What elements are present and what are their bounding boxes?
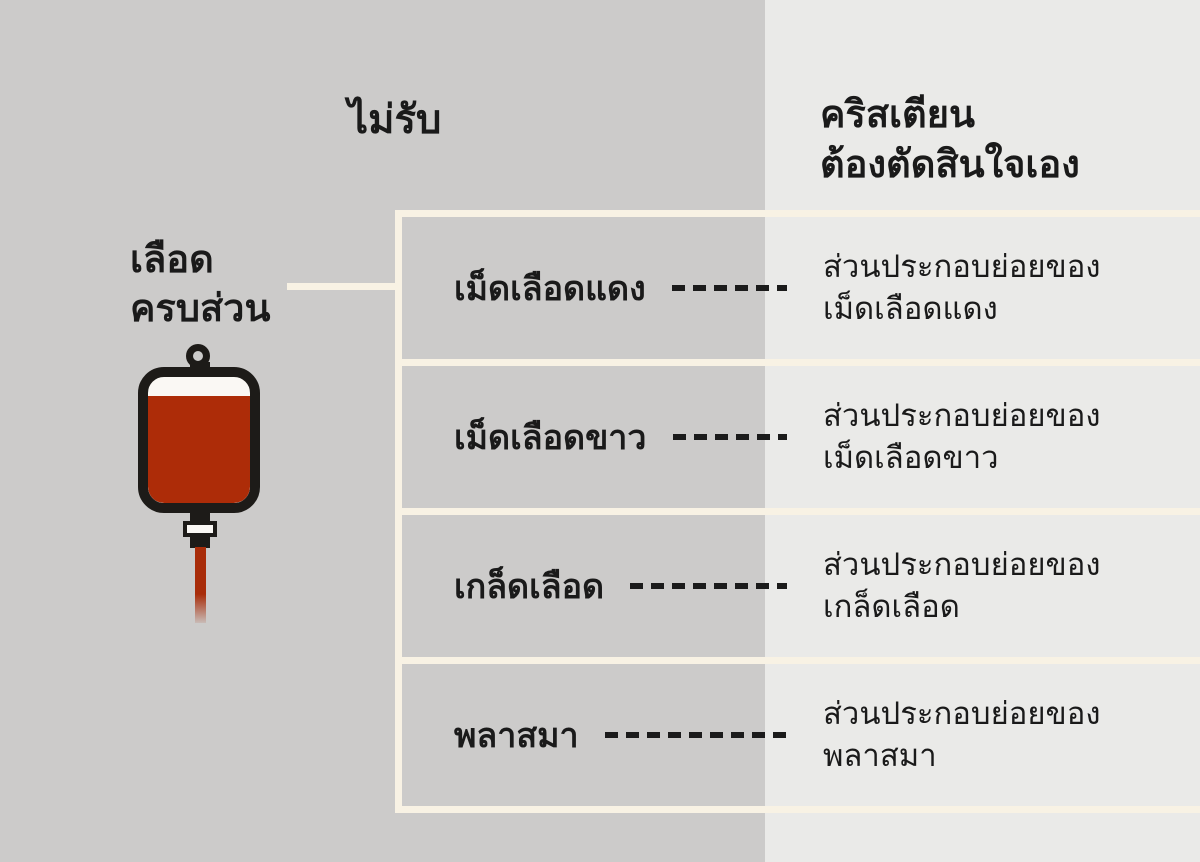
component-label: เกล็ดเลือด: [454, 568, 605, 606]
column-header-do-not-accept: ไม่รับ: [348, 98, 442, 142]
fraction-note: ส่วนประกอบย่อยของ พลาสมา: [823, 695, 1101, 773]
bag-port-stub-bottom: [190, 536, 210, 548]
fraction-cell: ส่วนประกอบย่อยของ เม็ดเลือดแดง: [797, 217, 1200, 359]
column-header-christian-decides: คริสเตียน ต้องตัดสินใจเอง: [820, 94, 1080, 187]
table-row: เกล็ดเลือด ส่วนประกอบย่อยของ เกล็ดเลือด: [402, 508, 1200, 657]
component-label: พลาสมา: [454, 717, 579, 755]
right-background-column: [765, 0, 1200, 862]
bag-body: [138, 367, 260, 513]
component-cell: เม็ดเลือดแดง: [402, 217, 797, 359]
bag-port-flange: [183, 521, 217, 537]
fraction-note: ส่วนประกอบย่อยของ เกล็ดเลือด: [823, 546, 1101, 624]
bag-blood-fill: [148, 396, 250, 503]
fraction-note: ส่วนประกอบย่อยของ เม็ดเลือดแดง: [823, 248, 1101, 326]
whole-blood-connector-line: [287, 283, 402, 290]
component-label: เม็ดเลือดขาว: [454, 419, 647, 457]
blood-bag-icon: [138, 342, 262, 624]
table-row: พลาสมา ส่วนประกอบย่อยของ พลาสมา: [402, 657, 1200, 806]
fraction-note: ส่วนประกอบย่อยของ เม็ดเลือดขาว: [823, 397, 1101, 475]
fraction-cell: ส่วนประกอบย่อยของ พลาสมา: [797, 664, 1200, 806]
table-row: เม็ดเลือดแดง ส่วนประกอบย่อยของ เม็ดเลือด…: [402, 210, 1200, 359]
component-cell: เม็ดเลือดขาว: [402, 366, 797, 508]
whole-blood-label: เลือด ครบส่วน: [130, 239, 271, 330]
bag-tube: [195, 547, 206, 623]
fraction-cell: ส่วนประกอบย่อยของ เม็ดเลือดขาว: [797, 366, 1200, 508]
dashed-connector: [630, 583, 787, 589]
component-label: เม็ดเลือดแดง: [454, 270, 646, 308]
fraction-cell: ส่วนประกอบย่อยของ เกล็ดเลือด: [797, 515, 1200, 657]
bag-port-stub-top: [190, 512, 210, 522]
dashed-connector: [671, 285, 787, 291]
component-cell: พลาสมา: [402, 664, 797, 806]
component-cell: เกล็ดเลือด: [402, 515, 797, 657]
blood-components-table: เม็ดเลือดแดง ส่วนประกอบย่อยของ เม็ดเลือด…: [395, 210, 1200, 813]
table-row: เม็ดเลือดขาว ส่วนประกอบย่อยของ เม็ดเลือด…: [402, 359, 1200, 508]
dashed-connector: [672, 434, 787, 440]
dashed-connector: [604, 732, 787, 738]
